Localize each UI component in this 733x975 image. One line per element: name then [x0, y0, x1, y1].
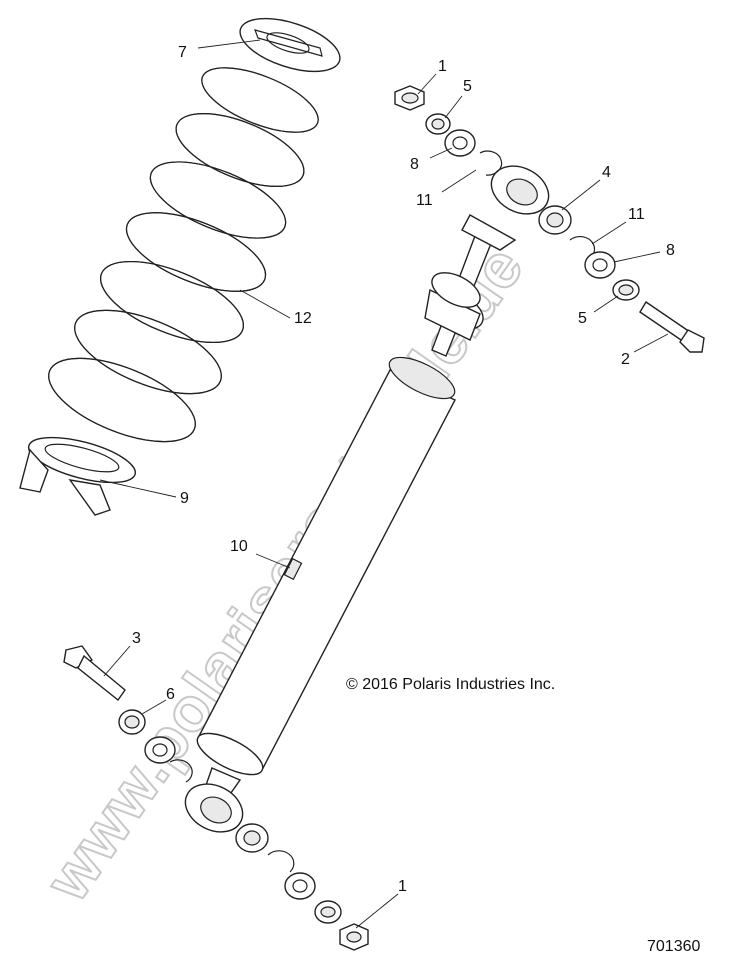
spring-retainer-part — [239, 17, 341, 73]
shock-body-part — [196, 356, 456, 776]
right-washer-part — [584, 251, 616, 279]
lower-bearing-part — [235, 823, 269, 853]
callout-5-top: 5 — [463, 78, 472, 95]
callout-3: 3 — [132, 630, 141, 647]
lower-left-washer-part — [144, 736, 176, 764]
upper-bolt-part — [639, 301, 705, 353]
lower-spring-seat-part — [19, 436, 137, 516]
callout-4: 4 — [602, 164, 611, 181]
callout-1-top: 1 — [438, 58, 447, 75]
top-nut-part — [394, 85, 425, 111]
coil-spring-part — [48, 67, 319, 443]
lower-washer-part — [284, 872, 316, 900]
top-bushing-part — [425, 113, 451, 135]
callout-9: 9 — [180, 490, 189, 507]
callout-8-right: 8 — [666, 242, 675, 259]
bearing-part — [538, 205, 572, 235]
bottom-nut-part — [339, 923, 369, 951]
callout-7: 7 — [178, 44, 187, 61]
callout-5-right: 5 — [578, 310, 587, 327]
callout-2: 2 — [621, 351, 630, 368]
callout-1-bottom: 1 — [398, 878, 407, 895]
callout-11-right: 11 — [628, 206, 645, 223]
lower-left-snap-ring-part — [169, 759, 193, 783]
copyright-notice: © 2016 Polaris Industries Inc. — [346, 676, 556, 693]
right-bushing-part — [612, 279, 640, 301]
callout-10: 10 — [230, 538, 248, 555]
shock-shaft-part — [424, 227, 495, 357]
top-washer-part — [444, 129, 476, 157]
lower-bolt-part — [63, 645, 126, 702]
figure-number: 701360 — [647, 938, 701, 955]
callout-8-top: 8 — [410, 156, 419, 173]
callout-12: 12 — [294, 310, 312, 327]
callout-6: 6 — [166, 686, 175, 703]
top-snap-ring-part — [479, 150, 503, 176]
upper-eye-part — [461, 165, 550, 251]
lower-eye-part — [184, 767, 244, 833]
lower-bushing-part — [118, 709, 146, 735]
leader-lines — [99, 39, 669, 929]
callout-11-top: 11 — [416, 192, 433, 209]
lower-right-bushing-part — [314, 900, 342, 924]
lower-snap-ring-part — [267, 850, 295, 873]
